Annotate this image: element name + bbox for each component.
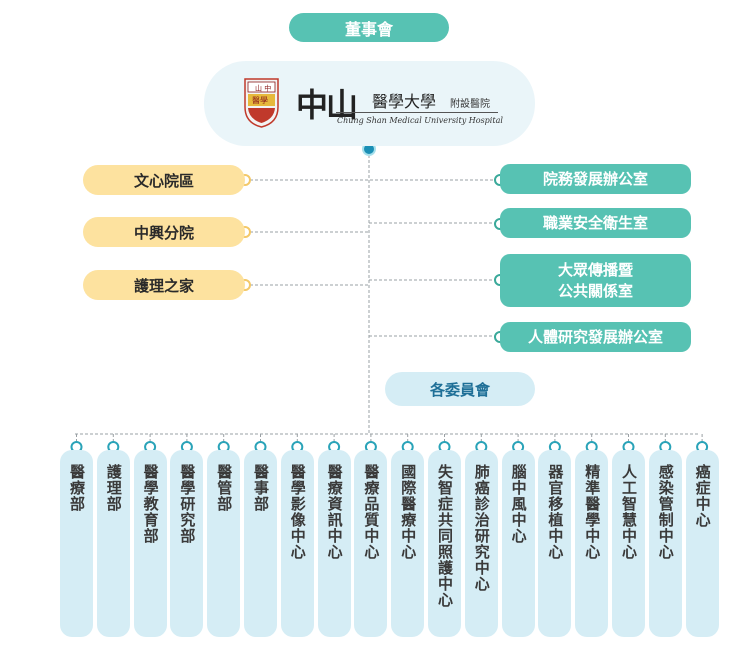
department-column[interactable]: 肺癌診治研究中心 xyxy=(464,450,498,637)
emblem-mid-text: 醫學 xyxy=(252,95,268,105)
department-column[interactable]: 失智症共同照護中心 xyxy=(428,450,461,637)
office-occupational-safety[interactable]: 職業安全衛生室 xyxy=(500,208,691,238)
emblem-top-text: 山 中 xyxy=(255,84,271,93)
department-label: 失智症共同照護中心 xyxy=(436,464,454,608)
department-label: 醫學教育部 xyxy=(141,464,160,544)
hospital-name-mid: 醫學大學 xyxy=(372,92,437,111)
department-label: 醫療品質中心 xyxy=(362,464,381,560)
department-label: 國際醫療中心 xyxy=(399,464,418,560)
hospital-name-english: Chung Shan Medical University Hospital xyxy=(337,116,503,125)
office-human-research[interactable]: 人體研究發展辦公室 xyxy=(500,322,691,352)
department-column[interactable]: 醫學影像中心 xyxy=(280,450,314,637)
department-label: 癌症中心 xyxy=(693,464,712,528)
hospital-emblem-icon: 山 中 醫學 xyxy=(244,78,279,128)
department-label: 醫學研究部 xyxy=(178,464,197,544)
department-column[interactable]: 腦中風中心 xyxy=(501,450,535,637)
department-column[interactable]: 醫療品質中心 xyxy=(354,450,388,637)
department-label: 醫學影像中心 xyxy=(288,464,307,560)
office-public-relations[interactable]: 大眾傳播暨 公共關係室 xyxy=(500,254,691,307)
office-public-relations-line2: 公共關係室 xyxy=(557,281,633,300)
branch-wenxin[interactable]: 文心院區 xyxy=(83,165,245,195)
department-column[interactable]: 器官移植中心 xyxy=(538,450,572,637)
department-label: 醫療資訊中心 xyxy=(325,464,344,560)
department-column[interactable]: 醫學教育部 xyxy=(133,450,167,637)
department-label: 醫療部 xyxy=(68,464,86,512)
department-column[interactable]: 精準醫學中心 xyxy=(575,450,609,637)
department-column[interactable]: 感染管制中心 xyxy=(648,450,682,637)
department-column[interactable]: 醫療資訊中心 xyxy=(317,450,351,637)
department-label: 腦中風中心 xyxy=(509,464,528,544)
department-column[interactable]: 人工智慧中心 xyxy=(612,450,645,637)
hospital-name-big: 中山 xyxy=(296,86,358,124)
board-node[interactable]: 董事會 xyxy=(289,13,449,42)
branch-nursing-home[interactable]: 護理之家 xyxy=(83,270,245,300)
hospital-name-small: 附設醫院 xyxy=(450,99,490,110)
department-column[interactable]: 護理部 xyxy=(96,450,130,637)
department-column[interactable]: 國際醫療中心 xyxy=(391,450,425,637)
committees-node[interactable]: 各委員會 xyxy=(385,372,535,406)
department-column[interactable]: 癌症中心 xyxy=(685,450,719,637)
department-column[interactable]: 醫學研究部 xyxy=(170,450,204,637)
department-label: 肺癌診治研究中心 xyxy=(472,464,491,592)
office-public-relations-line1: 大眾傳播暨 xyxy=(557,260,633,279)
department-label: 醫事部 xyxy=(252,464,270,512)
logo-divider xyxy=(336,112,498,113)
department-label: 精準醫學中心 xyxy=(583,464,602,560)
department-column[interactable]: 醫管部 xyxy=(207,450,241,637)
branch-zhongxing[interactable]: 中興分院 xyxy=(83,217,245,247)
department-label: 醫管部 xyxy=(215,464,234,512)
department-label: 護理部 xyxy=(104,464,123,512)
department-column[interactable]: 醫事部 xyxy=(244,450,277,637)
department-label: 器官移植中心 xyxy=(546,464,565,560)
department-column[interactable]: 醫療部 xyxy=(60,450,93,637)
department-label: 人工智慧中心 xyxy=(620,464,638,560)
office-hospital-development[interactable]: 院務發展辦公室 xyxy=(500,164,691,194)
department-label: 感染管制中心 xyxy=(656,464,675,560)
